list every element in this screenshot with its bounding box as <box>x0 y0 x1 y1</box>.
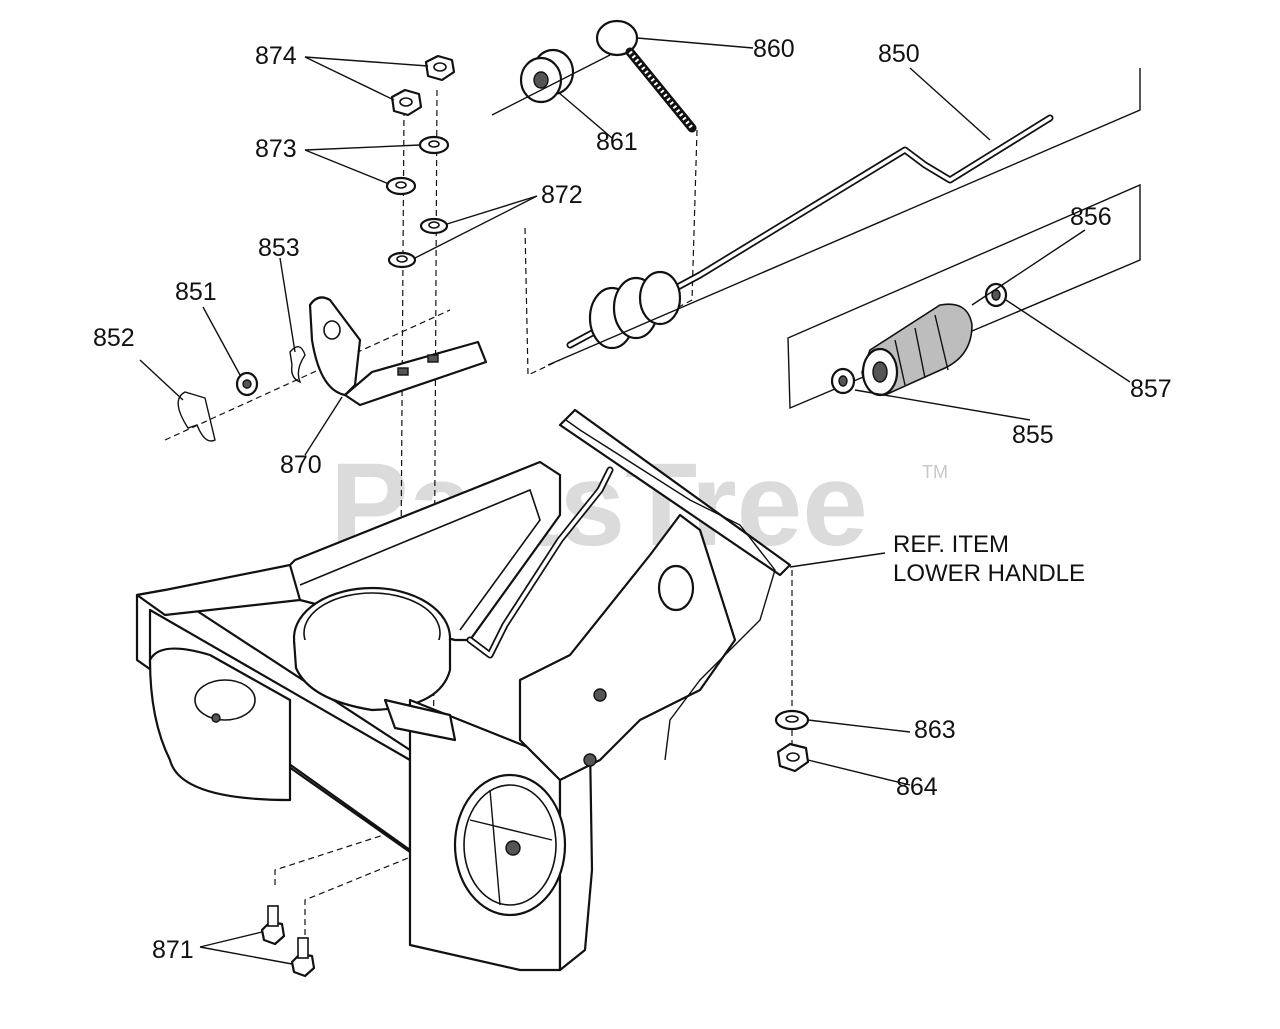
callout-872: 872 <box>541 181 583 209</box>
callout-874: 874 <box>255 42 297 70</box>
washer-857 <box>984 282 1008 308</box>
washer-851 <box>235 371 259 397</box>
nut-864 <box>776 742 810 773</box>
bolt-871-a <box>260 905 286 946</box>
ref-note-line2: LOWER HANDLE <box>893 560 1085 587</box>
hairpin-clip-852 <box>177 391 216 442</box>
bracket-870 <box>308 296 488 407</box>
washer-873-upper <box>418 135 450 155</box>
spacer-861 <box>519 48 575 104</box>
bushing-856 <box>861 303 973 397</box>
callout-850: 850 <box>878 40 920 68</box>
chute-crank-rod-850 <box>566 114 1054 350</box>
callout-861: 861 <box>596 128 638 156</box>
callout-873: 873 <box>255 135 297 163</box>
bolt-871-b <box>290 937 316 978</box>
callout-851: 851 <box>175 278 217 306</box>
washer-855 <box>830 367 856 395</box>
callout-860: 860 <box>753 35 795 63</box>
callout-863: 863 <box>914 716 956 744</box>
callout-856: 856 <box>1070 203 1112 231</box>
ref-note: REF. ITEM LOWER HANDLE <box>893 531 1085 587</box>
clip-853 <box>289 346 306 384</box>
callout-870: 870 <box>280 451 322 479</box>
callout-864: 864 <box>896 773 938 801</box>
callout-857: 857 <box>1130 375 1172 403</box>
washer-872-lower <box>387 251 417 269</box>
eye-bolt-860 <box>595 19 697 133</box>
callout-855: 855 <box>1012 421 1054 449</box>
ref-note-line1: REF. ITEM <box>893 531 1009 558</box>
nut-874-lower <box>390 88 423 117</box>
washer-863 <box>774 709 810 731</box>
leader-lines <box>139 37 1131 965</box>
callout-871: 871 <box>152 936 194 964</box>
washer-873-lower <box>385 176 417 196</box>
washer-872-upper <box>419 217 449 235</box>
nut-874-upper <box>424 54 456 82</box>
callout-853: 853 <box>258 234 300 262</box>
callout-852: 852 <box>93 324 135 352</box>
lower-handle-bracket <box>518 408 792 782</box>
watermark-trademark: TM <box>922 462 948 482</box>
auger-housing <box>135 460 594 972</box>
callout-labels: 874 873 872 853 851 852 870 860 861 850 … <box>93 35 1172 964</box>
handle-rails <box>466 466 614 659</box>
